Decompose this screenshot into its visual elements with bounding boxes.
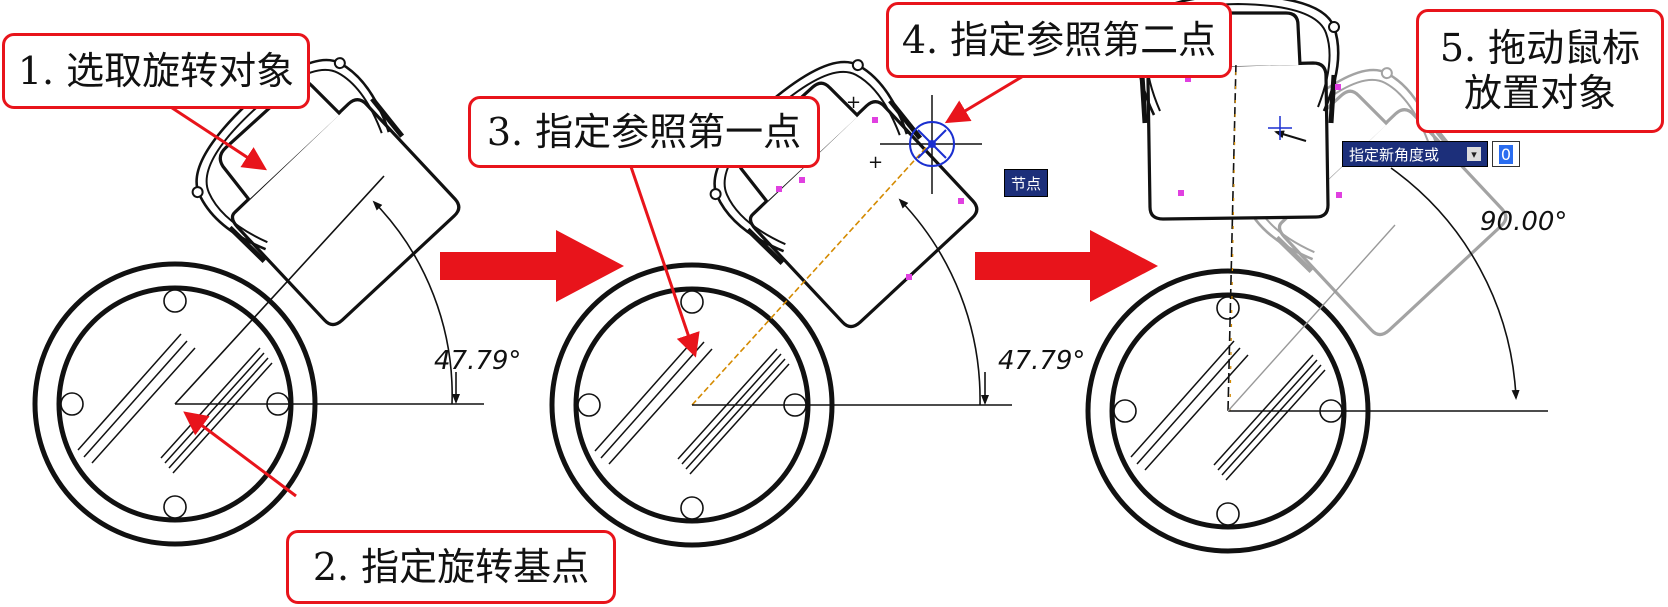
step-4-label: 4. 指定参照第二点 bbox=[901, 17, 1217, 62]
step-5-label-line-1: 5. 拖动鼠标 bbox=[1439, 26, 1641, 71]
bag-object-2 bbox=[690, 38, 990, 340]
angle-label-1: 47.79° bbox=[434, 346, 522, 376]
angle-arc-3 bbox=[1390, 167, 1520, 400]
step-4-callout: 4. 指定参照第二点 bbox=[886, 2, 1232, 78]
step-3-callout: 3. 指定参照第一点 bbox=[468, 96, 820, 168]
step-1-label: 1. 选取旋转对象 bbox=[17, 48, 295, 93]
svg-text:+: + bbox=[846, 92, 861, 113]
panel-2: + + bbox=[552, 38, 1031, 545]
panel-3 bbox=[1088, 0, 1548, 551]
node-snap-tooltip: 节点 bbox=[1004, 169, 1049, 197]
angle-input-field[interactable]: 0 bbox=[1492, 141, 1520, 167]
angle-label-2: 47.79° bbox=[998, 346, 1086, 376]
angle-label-3: 90.00° bbox=[1480, 207, 1568, 237]
node-snap-marker bbox=[880, 95, 982, 194]
angle-arc-1 bbox=[372, 200, 453, 405]
reference-line-3 bbox=[1227, 61, 1237, 412]
step-3-label: 3. 指定参照第一点 bbox=[486, 109, 802, 154]
reference-line-2 bbox=[691, 140, 933, 406]
reference-line-1 bbox=[174, 175, 385, 405]
prompt-options-icon[interactable]: ▾ bbox=[1467, 147, 1481, 161]
callout-arrow-4 bbox=[944, 70, 1031, 124]
callout-arrow-3 bbox=[626, 157, 700, 358]
angle-prompt-tooltip: 指定新角度或 ▾ bbox=[1342, 141, 1488, 167]
flow-arrow-1 bbox=[440, 230, 624, 302]
grip-points-2 bbox=[776, 117, 964, 280]
panel-1 bbox=[35, 36, 484, 544]
callout-arrow-1 bbox=[159, 98, 268, 171]
angle-prompt-text: 指定新角度或 bbox=[1349, 145, 1440, 164]
step-2-callout: 2. 指定旋转基点 bbox=[286, 530, 616, 604]
callout-arrow-2 bbox=[183, 411, 297, 498]
grip-points-3 bbox=[1178, 76, 1342, 198]
ghost-reference-line bbox=[1227, 224, 1396, 412]
flow-arrow-2 bbox=[975, 230, 1158, 302]
step-2-label: 2. 指定旋转基点 bbox=[312, 544, 590, 589]
step-5-callout: 5. 拖动鼠标 放置对象 bbox=[1416, 9, 1664, 133]
step-1-callout: 1. 选取旋转对象 bbox=[2, 33, 310, 109]
angle-arc-2 bbox=[898, 198, 981, 406]
angle-input-value: 0 bbox=[1498, 144, 1514, 164]
step-5-label-line-2: 放置对象 bbox=[1463, 71, 1616, 115]
svg-text:+: + bbox=[868, 152, 883, 173]
